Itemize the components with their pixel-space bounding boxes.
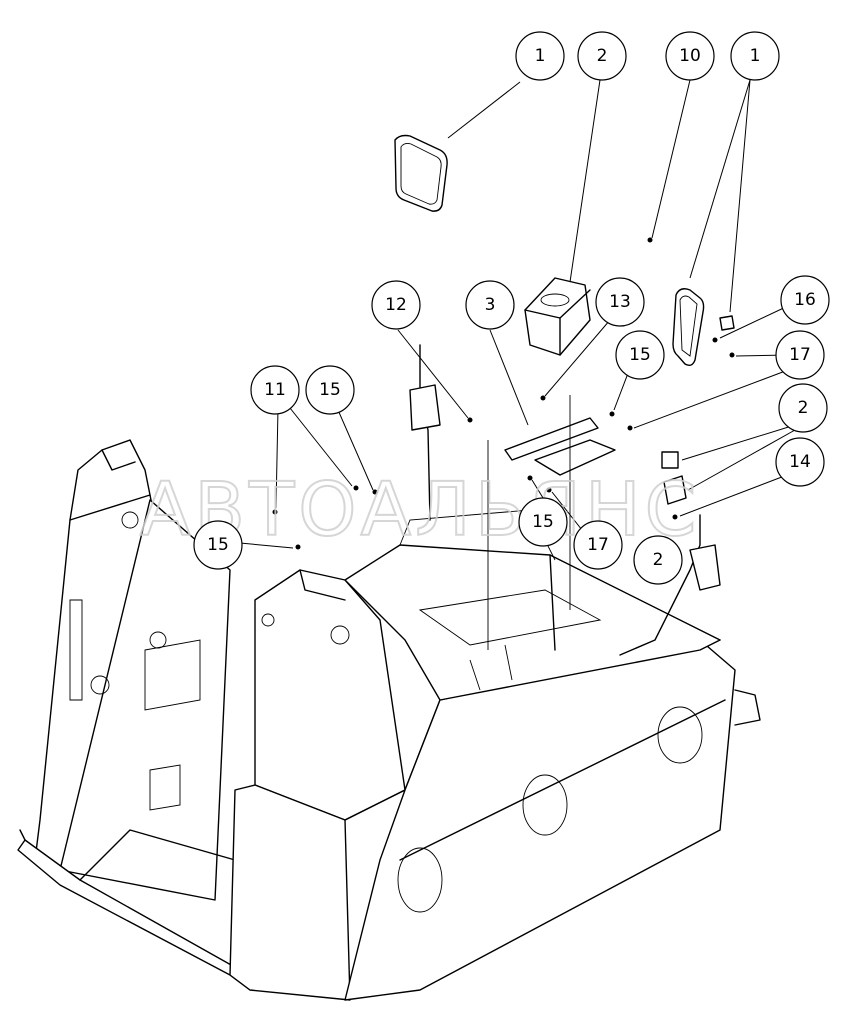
mount-bracket [487, 395, 616, 650]
callout-label: 12 [385, 295, 407, 315]
callout-15-center: 15 [518, 497, 568, 547]
callout-label: 15 [319, 380, 341, 400]
callout-10: 10 [665, 31, 715, 81]
callout-2-right: 2 [778, 383, 828, 433]
left-handle [409, 344, 441, 521]
fitting-connector [661, 451, 687, 505]
reservoir-tank [524, 277, 591, 356]
callout-label: 2 [653, 550, 664, 570]
callout-17-center: 17 [573, 520, 623, 570]
frame-assembly [17, 439, 761, 1001]
callout-label: 1 [535, 46, 546, 66]
callout-2-top: 2 [577, 31, 627, 81]
callout-11: 11 [250, 365, 300, 415]
callout-3: 3 [465, 280, 515, 330]
leader-lines [239, 79, 801, 549]
side-window-seal [672, 288, 735, 367]
fastener-dots [272, 237, 735, 550]
callout-label: 17 [587, 535, 609, 555]
callout-label: 14 [789, 452, 811, 472]
callout-label: 2 [597, 46, 608, 66]
callout-12: 12 [371, 280, 421, 330]
callout-13: 13 [595, 277, 645, 327]
callout-label: 11 [264, 380, 286, 400]
callout-label: 2 [798, 398, 809, 418]
window-seal [394, 134, 448, 212]
callout-label: 15 [629, 345, 651, 365]
callout-15-left: 15 [193, 520, 243, 570]
callout-15-upper-left: 15 [305, 365, 355, 415]
callout-1-right: 1 [730, 31, 780, 81]
callout-1-top: 1 [515, 31, 565, 81]
callout-label: 16 [794, 290, 816, 310]
callout-15-right: 15 [615, 330, 665, 380]
callout-17-right: 17 [775, 330, 825, 380]
callout-2-lower: 2 [633, 535, 683, 585]
right-handle [619, 514, 721, 656]
callout-16: 16 [780, 275, 830, 325]
callout-label: 3 [485, 295, 496, 315]
callout-14: 14 [775, 437, 825, 487]
callout-label: 10 [679, 46, 701, 66]
callout-label: 17 [789, 345, 811, 365]
callout-label: 13 [609, 292, 631, 312]
callout-label: 15 [532, 512, 554, 532]
callout-label: 15 [207, 535, 229, 555]
callout-label: 1 [750, 46, 761, 66]
